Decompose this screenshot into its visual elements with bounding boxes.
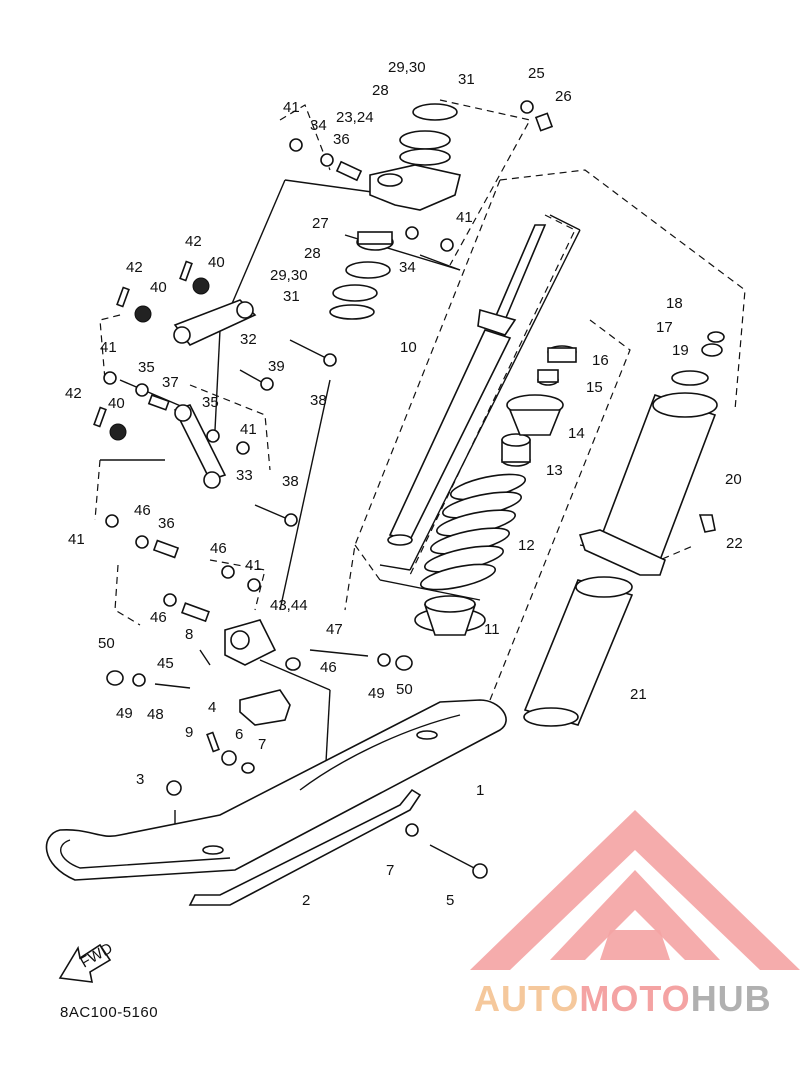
callout-33: 33 (236, 467, 253, 484)
callout-5: 5 (446, 892, 454, 909)
callout-15: 15 (586, 379, 603, 396)
callout-40: 40 (150, 279, 167, 296)
callout-26: 26 (555, 88, 572, 105)
brand-part-hub: HUB (690, 978, 772, 1019)
callout-46: 46 (320, 659, 337, 676)
callout-40: 40 (108, 395, 125, 412)
callout-41: 41 (68, 531, 85, 548)
spring-seat-parts (414, 345, 577, 636)
diagram-code: 8AC100-5160 (60, 1004, 159, 1021)
callout-17: 17 (656, 319, 673, 336)
callout-34: 34 (310, 117, 327, 134)
callout-41: 41 (240, 421, 257, 438)
shock-cylinder (578, 331, 725, 576)
callout-47: 47 (326, 621, 343, 638)
bolts (154, 339, 488, 879)
callout-25: 25 (528, 65, 545, 82)
callout-36: 36 (158, 515, 175, 532)
callout-50: 50 (98, 635, 115, 652)
callout-46: 46 (134, 502, 151, 519)
callout-29-30: 29,30 (270, 267, 308, 284)
callout-14: 14 (568, 425, 585, 442)
top-bracket (329, 100, 554, 320)
callout-50: 50 (396, 681, 413, 698)
callout-35: 35 (138, 359, 155, 376)
callout-40: 40 (208, 254, 225, 271)
callout-49: 49 (116, 705, 133, 722)
callout-41: 41 (283, 99, 300, 116)
callout-41: 41 (100, 339, 117, 356)
fwd-arrow-icon: FWD (58, 940, 116, 983)
callout-23-24: 23,24 (336, 109, 374, 126)
callout-31: 31 (458, 71, 475, 88)
callout-29-30: 29,30 (388, 59, 426, 76)
callout-1: 1 (476, 782, 484, 799)
callout-12: 12 (518, 537, 535, 554)
callout-37: 37 (162, 374, 179, 391)
hardware (93, 138, 454, 837)
callout-38: 38 (282, 473, 299, 490)
callout-16: 16 (592, 352, 609, 369)
callout-41: 41 (456, 209, 473, 226)
brand-part-auto: AUTO (474, 978, 580, 1019)
callout-42: 42 (65, 385, 82, 402)
callout-41: 41 (245, 557, 262, 574)
callout-32: 32 (240, 331, 257, 348)
callout-22: 22 (726, 535, 743, 552)
callout-46: 46 (210, 540, 227, 557)
callout-35: 35 (202, 394, 219, 411)
callout-28: 28 (304, 245, 321, 262)
callout-49: 49 (368, 685, 385, 702)
callout-3: 3 (136, 771, 144, 788)
callout-9: 9 (185, 724, 193, 741)
callout-38: 38 (310, 392, 327, 409)
brand-part-moto: MOTO (579, 978, 691, 1019)
link-arms (173, 299, 277, 666)
ski (45, 689, 507, 906)
brand-wordmark: AUTOMOTOHUB (474, 978, 772, 1020)
callout-46: 46 (150, 609, 167, 626)
boot-cover (523, 576, 634, 727)
callout-7: 7 (386, 862, 394, 879)
callout-31: 31 (283, 288, 300, 305)
callout-21: 21 (630, 686, 647, 703)
brand-logo-icon (470, 810, 800, 970)
callout-13: 13 (546, 462, 563, 479)
damper-rod (387, 224, 547, 546)
callout-2: 2 (302, 892, 310, 909)
callout-11: 11 (484, 621, 500, 638)
callout-45: 45 (157, 655, 174, 672)
callout-4: 4 (208, 699, 216, 716)
callout-6: 6 (235, 726, 243, 743)
callout-7: 7 (258, 736, 266, 753)
callout-34: 34 (399, 259, 416, 276)
callout-39: 39 (268, 358, 285, 375)
callout-42: 42 (126, 259, 143, 276)
callout-28: 28 (372, 82, 389, 99)
callout-10: 10 (400, 339, 417, 356)
callout-36: 36 (333, 131, 350, 148)
callout-18: 18 (666, 295, 683, 312)
callout-42: 42 (185, 233, 202, 250)
callout-20: 20 (725, 471, 742, 488)
callout-43-44: 43,44 (270, 597, 308, 614)
callout-8: 8 (185, 626, 193, 643)
coil-spring (419, 473, 527, 591)
callout-27: 27 (312, 215, 329, 232)
callout-48: 48 (147, 706, 164, 723)
callout-19: 19 (672, 342, 689, 359)
